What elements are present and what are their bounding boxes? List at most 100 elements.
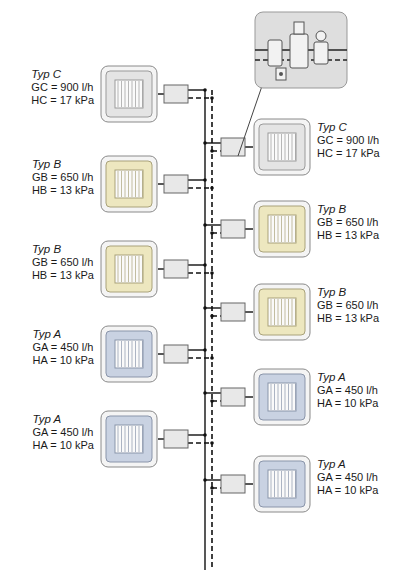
supply-branch: [205, 142, 221, 143]
grille-bar: [118, 426, 119, 452]
unit-type: Typ A: [317, 370, 378, 384]
cassette-unit: Typ AGA = 450 l/hHA = 10 kPa: [253, 455, 311, 513]
unit-label: Typ AGA = 450 l/hHA = 10 kPa: [317, 370, 378, 410]
grille-bar: [288, 384, 289, 410]
grille-bar: [295, 216, 296, 242]
cassette-panel: [259, 374, 305, 420]
unit-label: Typ BGB = 650 l/hHB = 13 kPa: [317, 202, 379, 242]
supply-riser: [204, 90, 205, 570]
unit-value: HA = 10 kPa: [33, 439, 94, 452]
grille-bar: [135, 171, 136, 197]
grille-bar: [125, 256, 126, 282]
cassette-icon: [253, 118, 311, 176]
grille-bar: [118, 171, 119, 197]
unit-type: Typ B: [32, 157, 94, 171]
unit-value: HA = 10 kPa: [317, 397, 378, 410]
unit-pipe: [245, 396, 253, 397]
grille-bar: [274, 134, 275, 160]
grille-bar: [288, 134, 289, 160]
grille-bar: [278, 134, 279, 160]
grille-bar: [278, 299, 279, 325]
grille-bar: [288, 471, 289, 497]
grille-bar: [285, 216, 286, 242]
unit-value: GC = 900 l/h: [31, 81, 94, 94]
cassette-icon: [100, 155, 158, 213]
grille-bar: [142, 341, 143, 367]
grille-bar: [285, 384, 286, 410]
unit-value: GB = 650 l/h: [32, 171, 94, 184]
cassette-frame: [101, 326, 157, 382]
grille-bar: [285, 134, 286, 160]
unit-value: HA = 10 kPa: [317, 484, 378, 497]
return-branch: [188, 97, 212, 99]
supply-branch: [188, 179, 205, 180]
grille-bar: [292, 299, 293, 325]
unit-value: HB = 13 kPa: [317, 312, 379, 325]
cassette-frame: [254, 284, 310, 340]
grille-bar: [125, 426, 126, 452]
cassette-frame: [101, 66, 157, 122]
unit-label: Typ BGB = 650 l/hHB = 13 kPa: [317, 285, 379, 325]
cassette-panel: [259, 461, 305, 507]
grille-bar: [132, 426, 133, 452]
grille-bar: [271, 384, 272, 410]
unit-label: Typ CGC = 900 l/hHC = 17 kPa: [31, 67, 94, 107]
cassette-unit: Typ AGA = 450 l/hHA = 10 kPa: [100, 410, 158, 468]
cassette-unit: Typ AGA = 450 l/hHA = 10 kPa: [253, 368, 311, 426]
grille-bar: [121, 426, 122, 452]
unit-value: GC = 900 l/h: [317, 134, 380, 147]
unit-pipe: [245, 146, 253, 147]
unit-label: Typ BGB = 650 l/hHB = 13 kPa: [32, 157, 94, 197]
unit-value: HB = 13 kPa: [317, 229, 379, 242]
grille-bar: [125, 171, 126, 197]
grille-bar: [142, 171, 143, 197]
valve-box: [221, 388, 245, 406]
unit-pipe: [158, 268, 164, 269]
unit-type: Typ B: [317, 202, 379, 216]
grille-bar: [125, 81, 126, 107]
cassette-grille: [115, 425, 143, 453]
supply-branch: [205, 392, 221, 393]
grille-bar: [281, 216, 282, 242]
unit-label: Typ CGC = 900 l/hHC = 17 kPa: [317, 120, 380, 160]
unit-type: Typ B: [317, 285, 379, 299]
grille-bar: [132, 81, 133, 107]
grille-bar: [139, 341, 140, 367]
unit-label: Typ AGA = 450 l/hHA = 10 kPa: [33, 412, 94, 452]
grille-bar: [271, 471, 272, 497]
supply-branch: [205, 479, 221, 480]
unit-value: GA = 450 l/h: [33, 341, 94, 354]
grille-bar: [139, 256, 140, 282]
grille-bar: [121, 256, 122, 282]
unit-pipe: [245, 228, 253, 229]
grille-bar: [118, 256, 119, 282]
grille-bar: [292, 471, 293, 497]
cassette-panel: [106, 71, 152, 117]
grille-bar: [281, 471, 282, 497]
return-branch: [188, 357, 212, 359]
cassette-grille: [268, 215, 296, 243]
unit-pipe: [158, 353, 164, 354]
cassette-frame: [101, 411, 157, 467]
grille-bar: [281, 384, 282, 410]
cassette-panel: [259, 289, 305, 335]
grille-bar: [128, 341, 129, 367]
cassette-unit: Typ CGC = 900 l/hHC = 17 kPa: [253, 118, 311, 176]
cassette-icon: [253, 455, 311, 513]
return-branch: [188, 442, 212, 444]
grille-bar: [135, 426, 136, 452]
cassette-grille: [268, 470, 296, 498]
cassette-grille: [268, 298, 296, 326]
grille-bar: [139, 81, 140, 107]
cassette-icon: [253, 368, 311, 426]
unit-pipe: [245, 311, 253, 312]
cassette-unit: Typ CGC = 900 l/hHC = 17 kPa: [100, 65, 158, 123]
cassette-frame: [254, 119, 310, 175]
grille-bar: [295, 299, 296, 325]
grille-bar: [295, 384, 296, 410]
supply-branch: [188, 349, 205, 350]
grille-bar: [128, 81, 129, 107]
grille-bar: [278, 471, 279, 497]
unit-type: Typ C: [317, 120, 380, 134]
grille-bar: [274, 471, 275, 497]
